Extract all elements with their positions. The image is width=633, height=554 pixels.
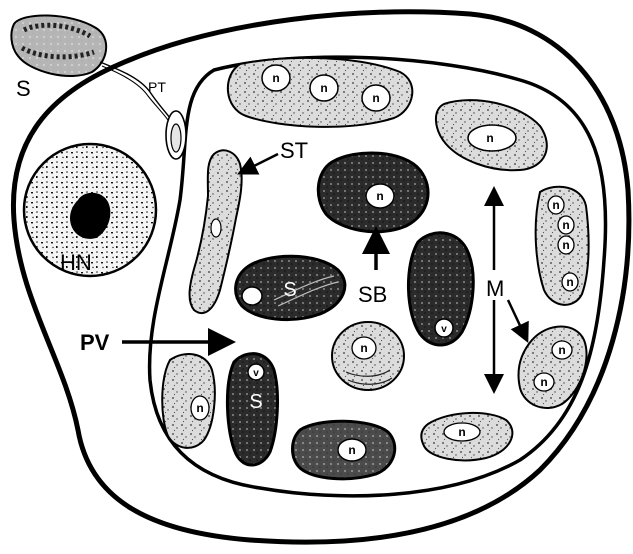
injected-sporoplasm — [166, 111, 186, 159]
meront-left-lower — [162, 354, 215, 448]
meront-bottom-right — [421, 413, 512, 460]
nucleus-mark: n — [562, 218, 569, 232]
meront-center-bottom — [332, 322, 404, 390]
nucleus-mark: n — [348, 443, 355, 457]
nucleus-mark: n — [566, 275, 573, 289]
nucleus-mark: n — [540, 375, 547, 389]
nucleus-mark: n — [196, 401, 203, 415]
nucleus-mark: n — [272, 71, 279, 85]
nucleus-mark: n — [360, 341, 367, 355]
nucleus-mark: n — [376, 189, 383, 203]
nucleus-mark: n — [320, 81, 327, 95]
nucleus-mark: n — [552, 198, 559, 212]
label-sporozoite: S — [16, 76, 31, 101]
nucleus-mark: n — [372, 91, 379, 105]
label-parasitophorous-vacuole: PV — [80, 330, 110, 355]
sporoblast-top — [318, 153, 428, 232]
sporont-nucleus — [211, 219, 221, 237]
sporoblast-bottom — [293, 421, 395, 479]
nucleus-mark: n — [486, 131, 493, 145]
free-spore — [11, 15, 106, 76]
label-sporont: ST — [280, 138, 308, 163]
vacuole-mark: v — [441, 324, 447, 335]
label-sporoblast: SB — [358, 282, 387, 307]
vacuole-mark: v — [253, 368, 259, 379]
nucleus-mark: n — [558, 343, 565, 357]
spore-mark: S — [283, 279, 296, 301]
spore-mark: S — [249, 391, 262, 413]
label-host-nucleus: HN — [60, 250, 92, 275]
label-meront: M — [486, 276, 504, 301]
label-polar-tube: PT — [148, 79, 166, 95]
nucleus-mark: n — [562, 238, 569, 252]
nucleus-mark: n — [458, 425, 465, 439]
